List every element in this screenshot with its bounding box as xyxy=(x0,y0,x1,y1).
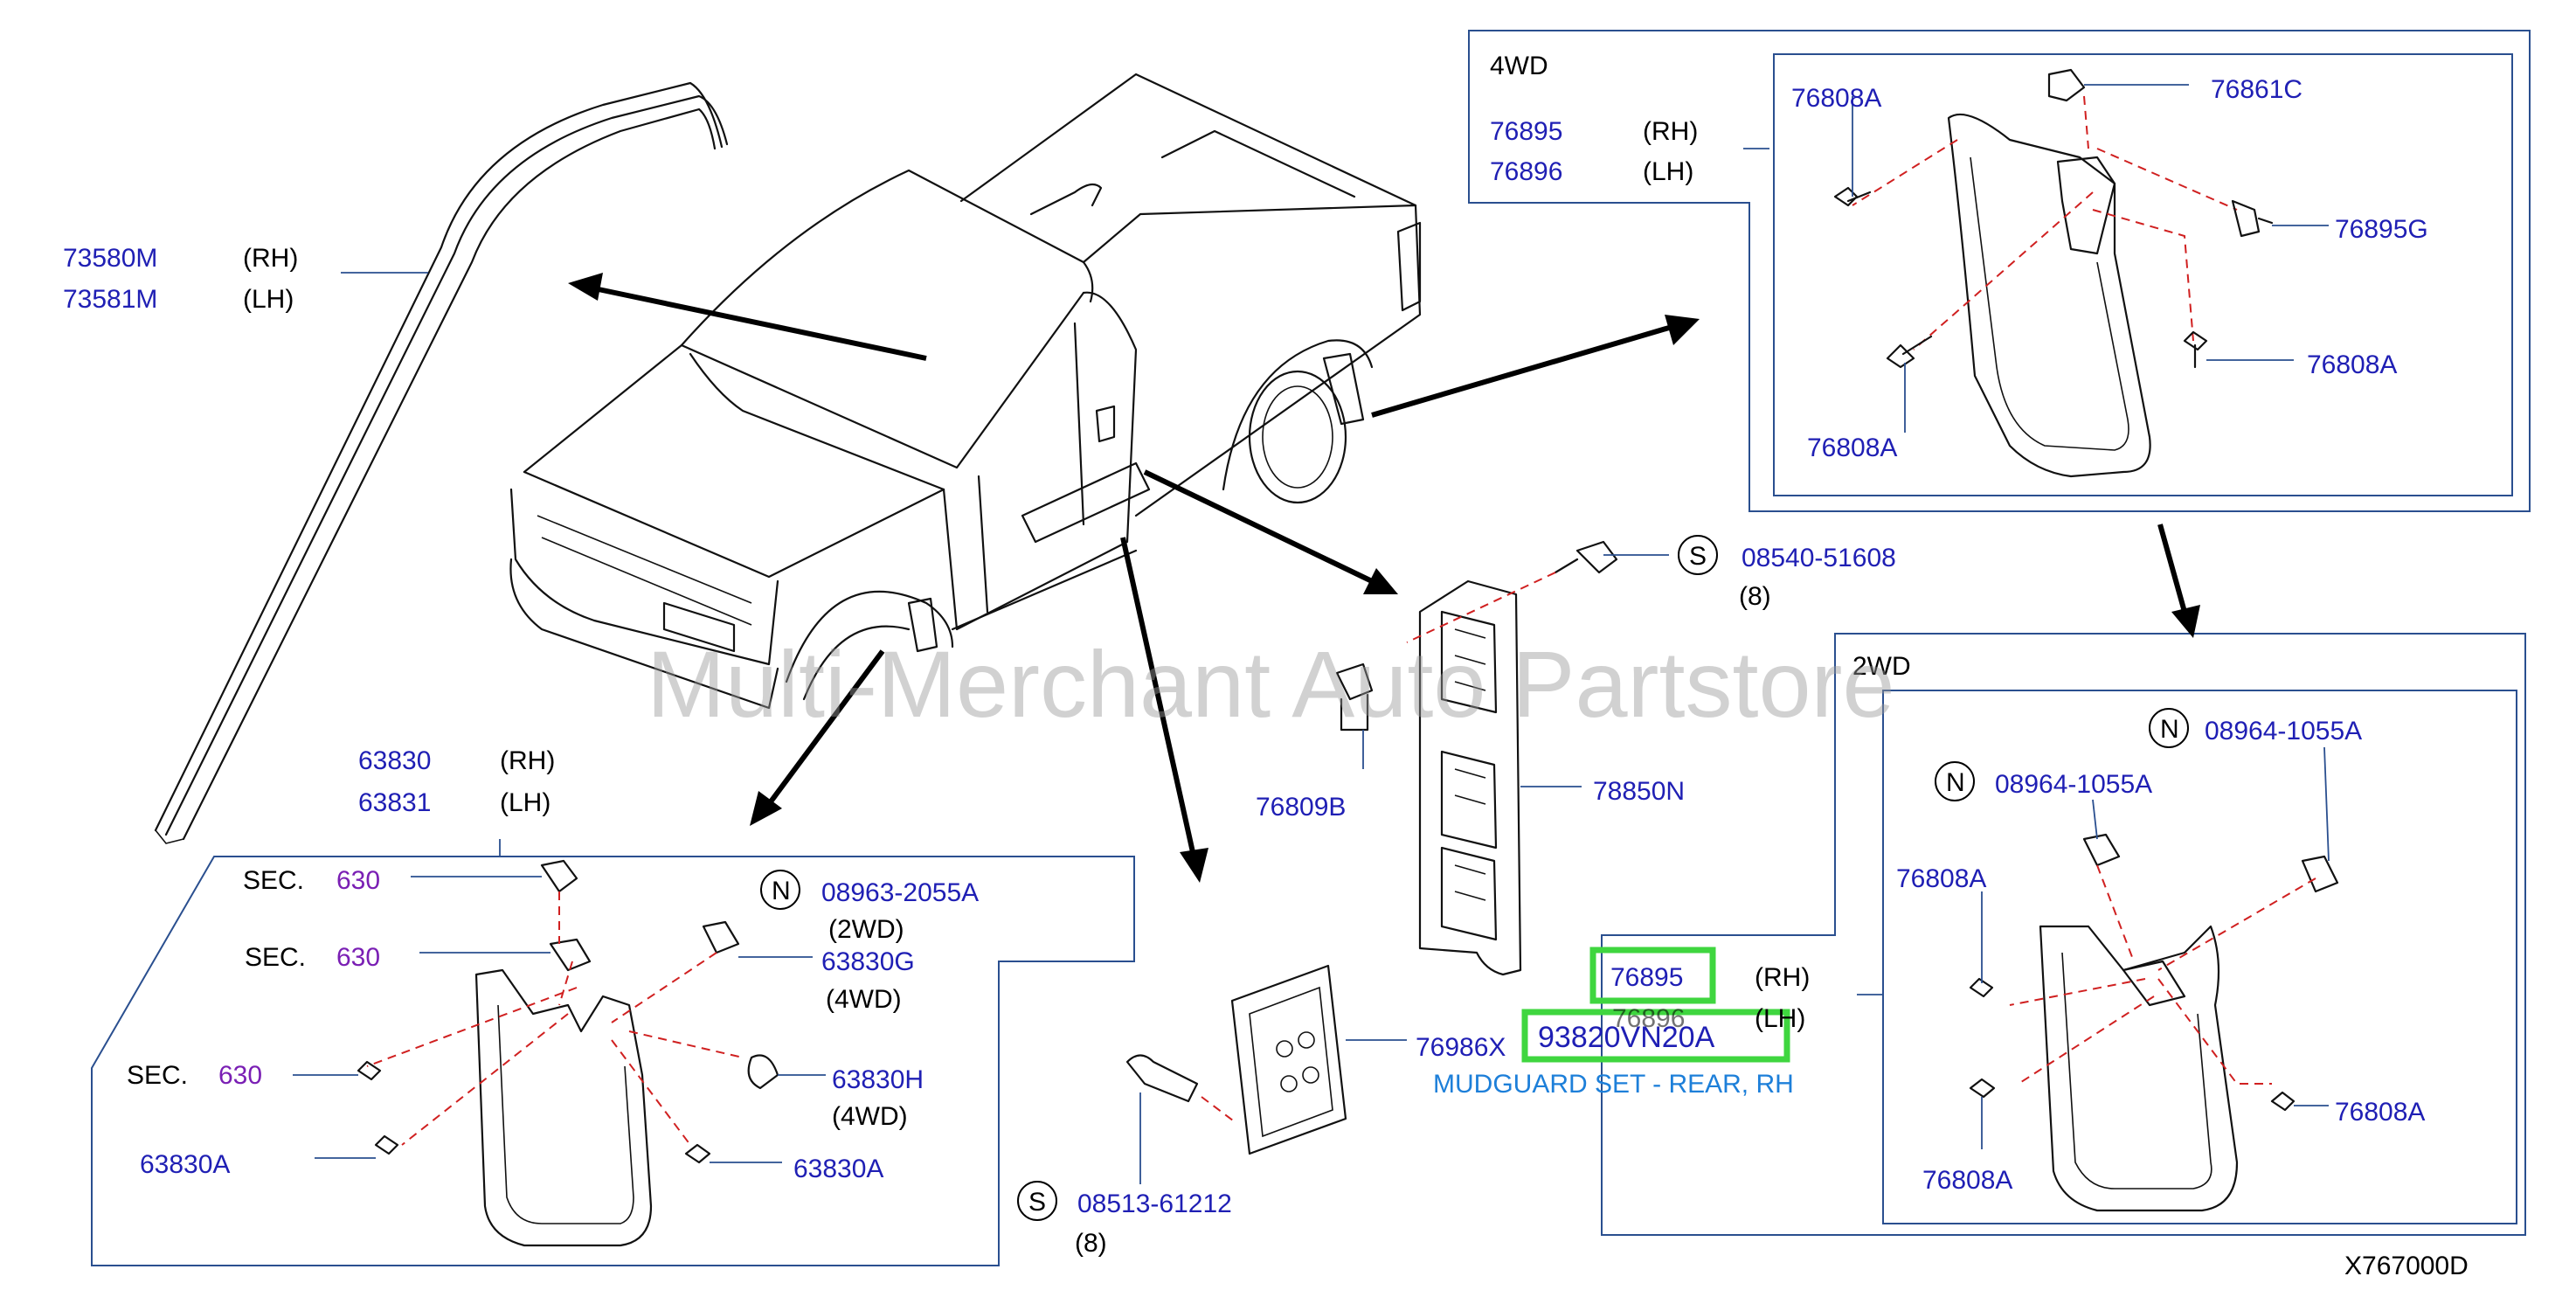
label-lh-4: (LH) xyxy=(500,788,551,817)
label-lh-1: (LH) xyxy=(243,285,294,314)
n-marker-1 xyxy=(2149,708,2189,748)
label-s-1: S xyxy=(1689,542,1707,571)
label-76895-4wd: 76895 xyxy=(1490,117,1562,146)
label-76808A-4: 76808A xyxy=(1896,864,1986,893)
label-08964-1055A-1: 08964-1055A xyxy=(2205,717,2362,746)
label-qty-8-a: (8) xyxy=(1739,582,1771,611)
s-marker-1 xyxy=(1678,535,1718,575)
label-4wd-note-1: (4WD) xyxy=(826,985,902,1014)
label-2wd-note: (2WD) xyxy=(828,915,904,944)
panel-4wd-box xyxy=(1468,30,2531,512)
label-63830A-2: 63830A xyxy=(793,1155,883,1183)
label-4wd: 4WD xyxy=(1490,52,1548,80)
label-76808A-1: 76808A xyxy=(1791,84,1881,113)
roof-molding-drawing xyxy=(154,81,729,844)
mudguard-front-drawing xyxy=(357,859,779,1247)
n-marker-2 xyxy=(1935,761,1975,801)
label-78850N: 78850N xyxy=(1593,777,1685,806)
label-63830A-1: 63830A xyxy=(140,1150,230,1179)
label-76861C: 76861C xyxy=(2211,75,2302,104)
label-s-2: S xyxy=(1028,1188,1046,1217)
label-73580M: 73580M xyxy=(63,244,157,273)
label-sec-3: SEC. xyxy=(127,1061,188,1090)
label-sec-3-number: 630 xyxy=(218,1061,262,1090)
label-76809B: 76809B xyxy=(1256,793,1346,822)
leader-lines xyxy=(293,84,2330,1184)
label-qty-8-b: (8) xyxy=(1075,1229,1107,1258)
label-sec-2: SEC. xyxy=(245,943,306,972)
label-76896-2wd: 76896 xyxy=(1612,1004,1685,1033)
truck-drawing xyxy=(509,73,1422,710)
panel-2wd-inner xyxy=(1882,690,2517,1224)
label-93820VN20A: 93820VN20A xyxy=(1538,1021,1715,1054)
mud-seal-plate-drawing xyxy=(1125,964,1347,1155)
label-08540-51608: 08540-51608 xyxy=(1742,544,1896,572)
label-rh-1: (RH) xyxy=(243,244,298,273)
label-lh-3: (LH) xyxy=(1755,1004,1805,1033)
label-lh-2: (LH) xyxy=(1643,157,1693,186)
label-08513-61212: 08513-61212 xyxy=(1077,1189,1232,1218)
label-sec-1: SEC. xyxy=(243,866,304,895)
label-08964-1055A-2: 08964-1055A xyxy=(1995,770,2152,799)
label-63830: 63830 xyxy=(358,746,431,775)
label-mudguard-description: MUDGUARD SET - REAR, RH xyxy=(1433,1070,1794,1099)
side-panel-drawing xyxy=(1335,540,1618,976)
label-73581M: 73581M xyxy=(63,285,157,314)
label-76895G: 76895G xyxy=(2335,215,2428,244)
panel-2wd-box xyxy=(1601,633,2526,1236)
label-76808A-5: 76808A xyxy=(2335,1098,2425,1127)
highlight-93820VN20A xyxy=(1521,1009,1790,1063)
n-marker-3 xyxy=(760,870,800,910)
label-76986X: 76986X xyxy=(1416,1033,1506,1062)
label-rh-2: (RH) xyxy=(1643,117,1698,146)
label-n-3: N xyxy=(772,877,791,905)
label-76895-2wd: 76895 xyxy=(1610,963,1683,992)
diagram-code: X767000D xyxy=(2344,1252,2469,1280)
label-76808A-2: 76808A xyxy=(2307,350,2397,379)
panel-4wd-inner xyxy=(1773,53,2513,496)
label-63831: 63831 xyxy=(358,788,431,817)
s-marker-2 xyxy=(1017,1181,1057,1221)
label-63830G: 63830G xyxy=(821,947,915,976)
label-08963-2055A: 08963-2055A xyxy=(821,878,979,907)
label-sec-2-number: 630 xyxy=(336,943,380,972)
mudguard-4wd-drawing xyxy=(1833,68,2274,478)
highlight-76895 xyxy=(1589,947,1716,1004)
label-sec-1-number: 630 xyxy=(336,866,380,895)
label-2wd: 2WD xyxy=(1852,652,1911,681)
label-n-2: N xyxy=(1946,768,1965,797)
label-76808A-6: 76808A xyxy=(1922,1166,2012,1195)
panel-front-box xyxy=(91,856,1135,1266)
label-63830H: 63830H xyxy=(832,1065,924,1094)
watermark: Multi-Merchant Auto Partstore xyxy=(647,631,1895,737)
direction-arrows xyxy=(568,273,2200,883)
label-rh-4: (RH) xyxy=(500,746,555,775)
label-4wd-note-2: (4WD) xyxy=(832,1102,908,1131)
label-n-1: N xyxy=(2160,715,2179,744)
mudguard-2wd-drawing xyxy=(1969,833,2339,1212)
label-76808A-3: 76808A xyxy=(1807,433,1897,462)
label-76896-4wd: 76896 xyxy=(1490,157,1562,186)
label-rh-3: (RH) xyxy=(1755,963,1810,992)
